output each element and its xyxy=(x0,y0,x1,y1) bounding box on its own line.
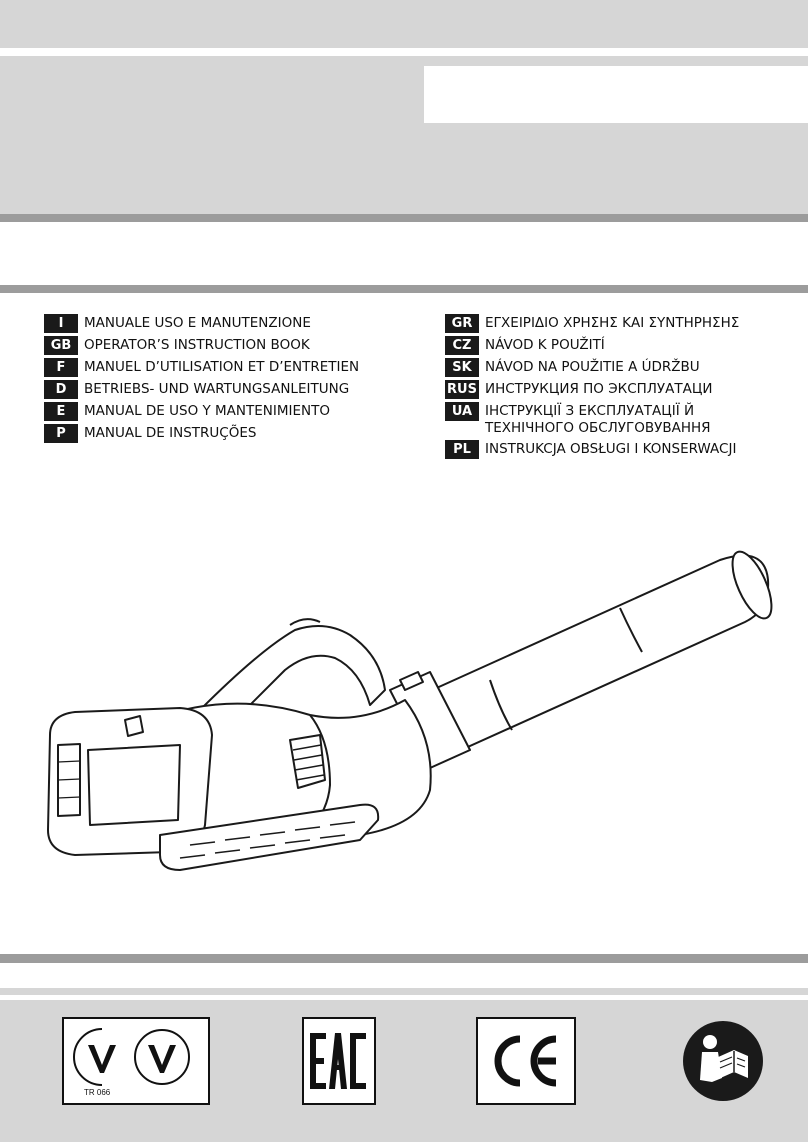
language-title: NÁVOD K POUŽITÍ xyxy=(485,337,605,353)
language-code: GB xyxy=(44,336,78,355)
top-divider xyxy=(0,48,808,56)
language-row-sk: SK NÁVOD NA POUŽITIE A ÚDRŽBU xyxy=(445,358,739,377)
ukr-conformity-svg xyxy=(73,1028,190,1086)
language-title: NÁVOD NA POUŽITIE A ÚDRŽBU xyxy=(485,359,700,375)
top-band xyxy=(0,0,808,48)
language-title: OPERATOR’S INSTRUCTION BOOK xyxy=(84,337,310,353)
language-section-rule xyxy=(0,285,808,293)
language-title: MANUAL DE INSTRUÇÕES xyxy=(84,425,257,441)
language-title: ІНСТРУКЦІЇ З ЕКСПЛУАТАЦІЇ Й ТЕХНІЧНОГО О… xyxy=(485,402,711,437)
language-row-f: F MANUEL D’UTILISATION ET D’ENTRETIEN xyxy=(44,358,359,377)
language-row-gr: GR ΕΓΧΕΙΡΙΔΙΟ ΧΡΗΣΗΣ ΚΑΙ ΣΥΝΤΗΡΗΣΗΣ xyxy=(445,314,739,333)
language-code: GR xyxy=(445,314,479,333)
ukr-regulation-label: TR 066 xyxy=(84,1088,111,1097)
language-code: I xyxy=(44,314,78,333)
language-code: PL xyxy=(445,440,479,459)
language-title-line2: ТЕХНІЧНОГО ОБСЛУГОВУВАННЯ xyxy=(485,420,711,436)
eac-svg xyxy=(310,1033,366,1089)
language-code: F xyxy=(44,358,78,377)
read-manual-icon xyxy=(683,1021,763,1101)
language-row-i: I MANUALE USO E MANUTENZIONE xyxy=(44,314,359,333)
language-row-ua: UA ІНСТРУКЦІЇ З ЕКСПЛУАТАЦІЇ Й ТЕХНІЧНОГ… xyxy=(445,402,739,437)
ukr-conformity-icon: TR 066 xyxy=(62,1017,210,1105)
language-row-rus: RUS ИНСТРУКЦИЯ ПО ЭКСПЛУАТАЦИ xyxy=(445,380,739,399)
language-code: UA xyxy=(445,402,479,421)
language-title: MANUEL D’UTILISATION ET D’ENTRETIEN xyxy=(84,359,360,375)
language-code: E xyxy=(44,402,78,421)
language-row-e: E MANUAL DE USO Y MANTENIMIENTO xyxy=(44,402,359,421)
language-row-p: P MANUAL DE INSTRUÇÕES xyxy=(44,424,359,443)
language-code: RUS xyxy=(445,380,479,399)
leaf-blower-illustration xyxy=(47,550,773,871)
language-title-line1: ІНСТРУКЦІЇ З ЕКСПЛУАТАЦІЇ Й xyxy=(485,403,695,419)
language-list-left: I MANUALE USO E MANUTENZIONE GB OPERATOR… xyxy=(44,314,359,446)
language-title: BETRIEBS- UND WARTUNGSANLEITUNG xyxy=(84,381,350,397)
language-code: SK xyxy=(445,358,479,377)
language-title: ΕΓΧΕΙΡΙΔΙΟ ΧΡΗΣΗΣ ΚΑΙ ΣΥΝΤΗΡΗΣΗΣ xyxy=(485,315,740,331)
language-title: ИНСТРУКЦИЯ ПО ЭКСПЛУАТАЦИ xyxy=(485,381,713,397)
title-box xyxy=(424,66,808,123)
language-title: MANUAL DE USO Y MANTENIMIENTO xyxy=(84,403,330,419)
language-list-right: GR ΕΓΧΕΙΡΙΔΙΟ ΧΡΗΣΗΣ ΚΑΙ ΣΥΝΤΗΡΗΣΗΣ CZ N… xyxy=(445,314,739,462)
language-row-gb: GB OPERATOR’S INSTRUCTION BOOK xyxy=(44,336,359,355)
language-code: CZ xyxy=(445,336,479,355)
language-code: D xyxy=(44,380,78,399)
eac-icon xyxy=(302,1017,376,1105)
language-title: MANUALE USO E MANUTENZIONE xyxy=(84,315,311,331)
language-row-d: D BETRIEBS- UND WARTUNGSANLEITUNG xyxy=(44,380,359,399)
footer-rule xyxy=(0,954,808,963)
footer-top-band xyxy=(0,988,808,995)
language-row-pl: PL INSTRUKCJA OBSŁUGI I KONSERWACJI xyxy=(445,440,739,459)
ce-icon xyxy=(476,1017,576,1105)
language-code: P xyxy=(44,424,78,443)
language-title: INSTRUKCJA OBSŁUGI I KONSERWACJI xyxy=(485,441,737,457)
header-rule xyxy=(0,214,808,222)
language-row-cz: CZ NÁVOD K POUŽITÍ xyxy=(445,336,739,355)
ce-svg xyxy=(494,1035,557,1087)
